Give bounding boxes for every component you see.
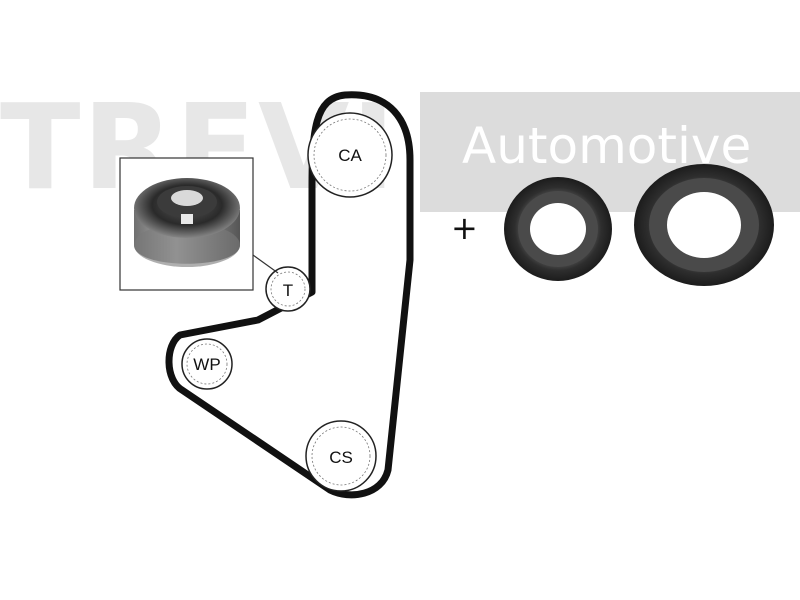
crankshaft-label: CS xyxy=(329,448,353,467)
tensioner-inset xyxy=(119,157,279,291)
small-oil-seal-image xyxy=(504,177,612,281)
water-pump-pulley: WP xyxy=(181,338,233,390)
camshaft-pulley: CA xyxy=(307,112,393,198)
crankshaft-pulley: CS xyxy=(305,420,377,492)
plus-sign: + xyxy=(451,209,478,247)
tensioner-roller-image xyxy=(134,178,240,267)
large-oil-seal-image xyxy=(634,164,774,286)
tensioner-label: T xyxy=(283,281,293,300)
tensioner-pulley: T xyxy=(265,266,311,312)
water-pump-label: WP xyxy=(193,355,220,374)
camshaft-label: CA xyxy=(338,146,362,165)
